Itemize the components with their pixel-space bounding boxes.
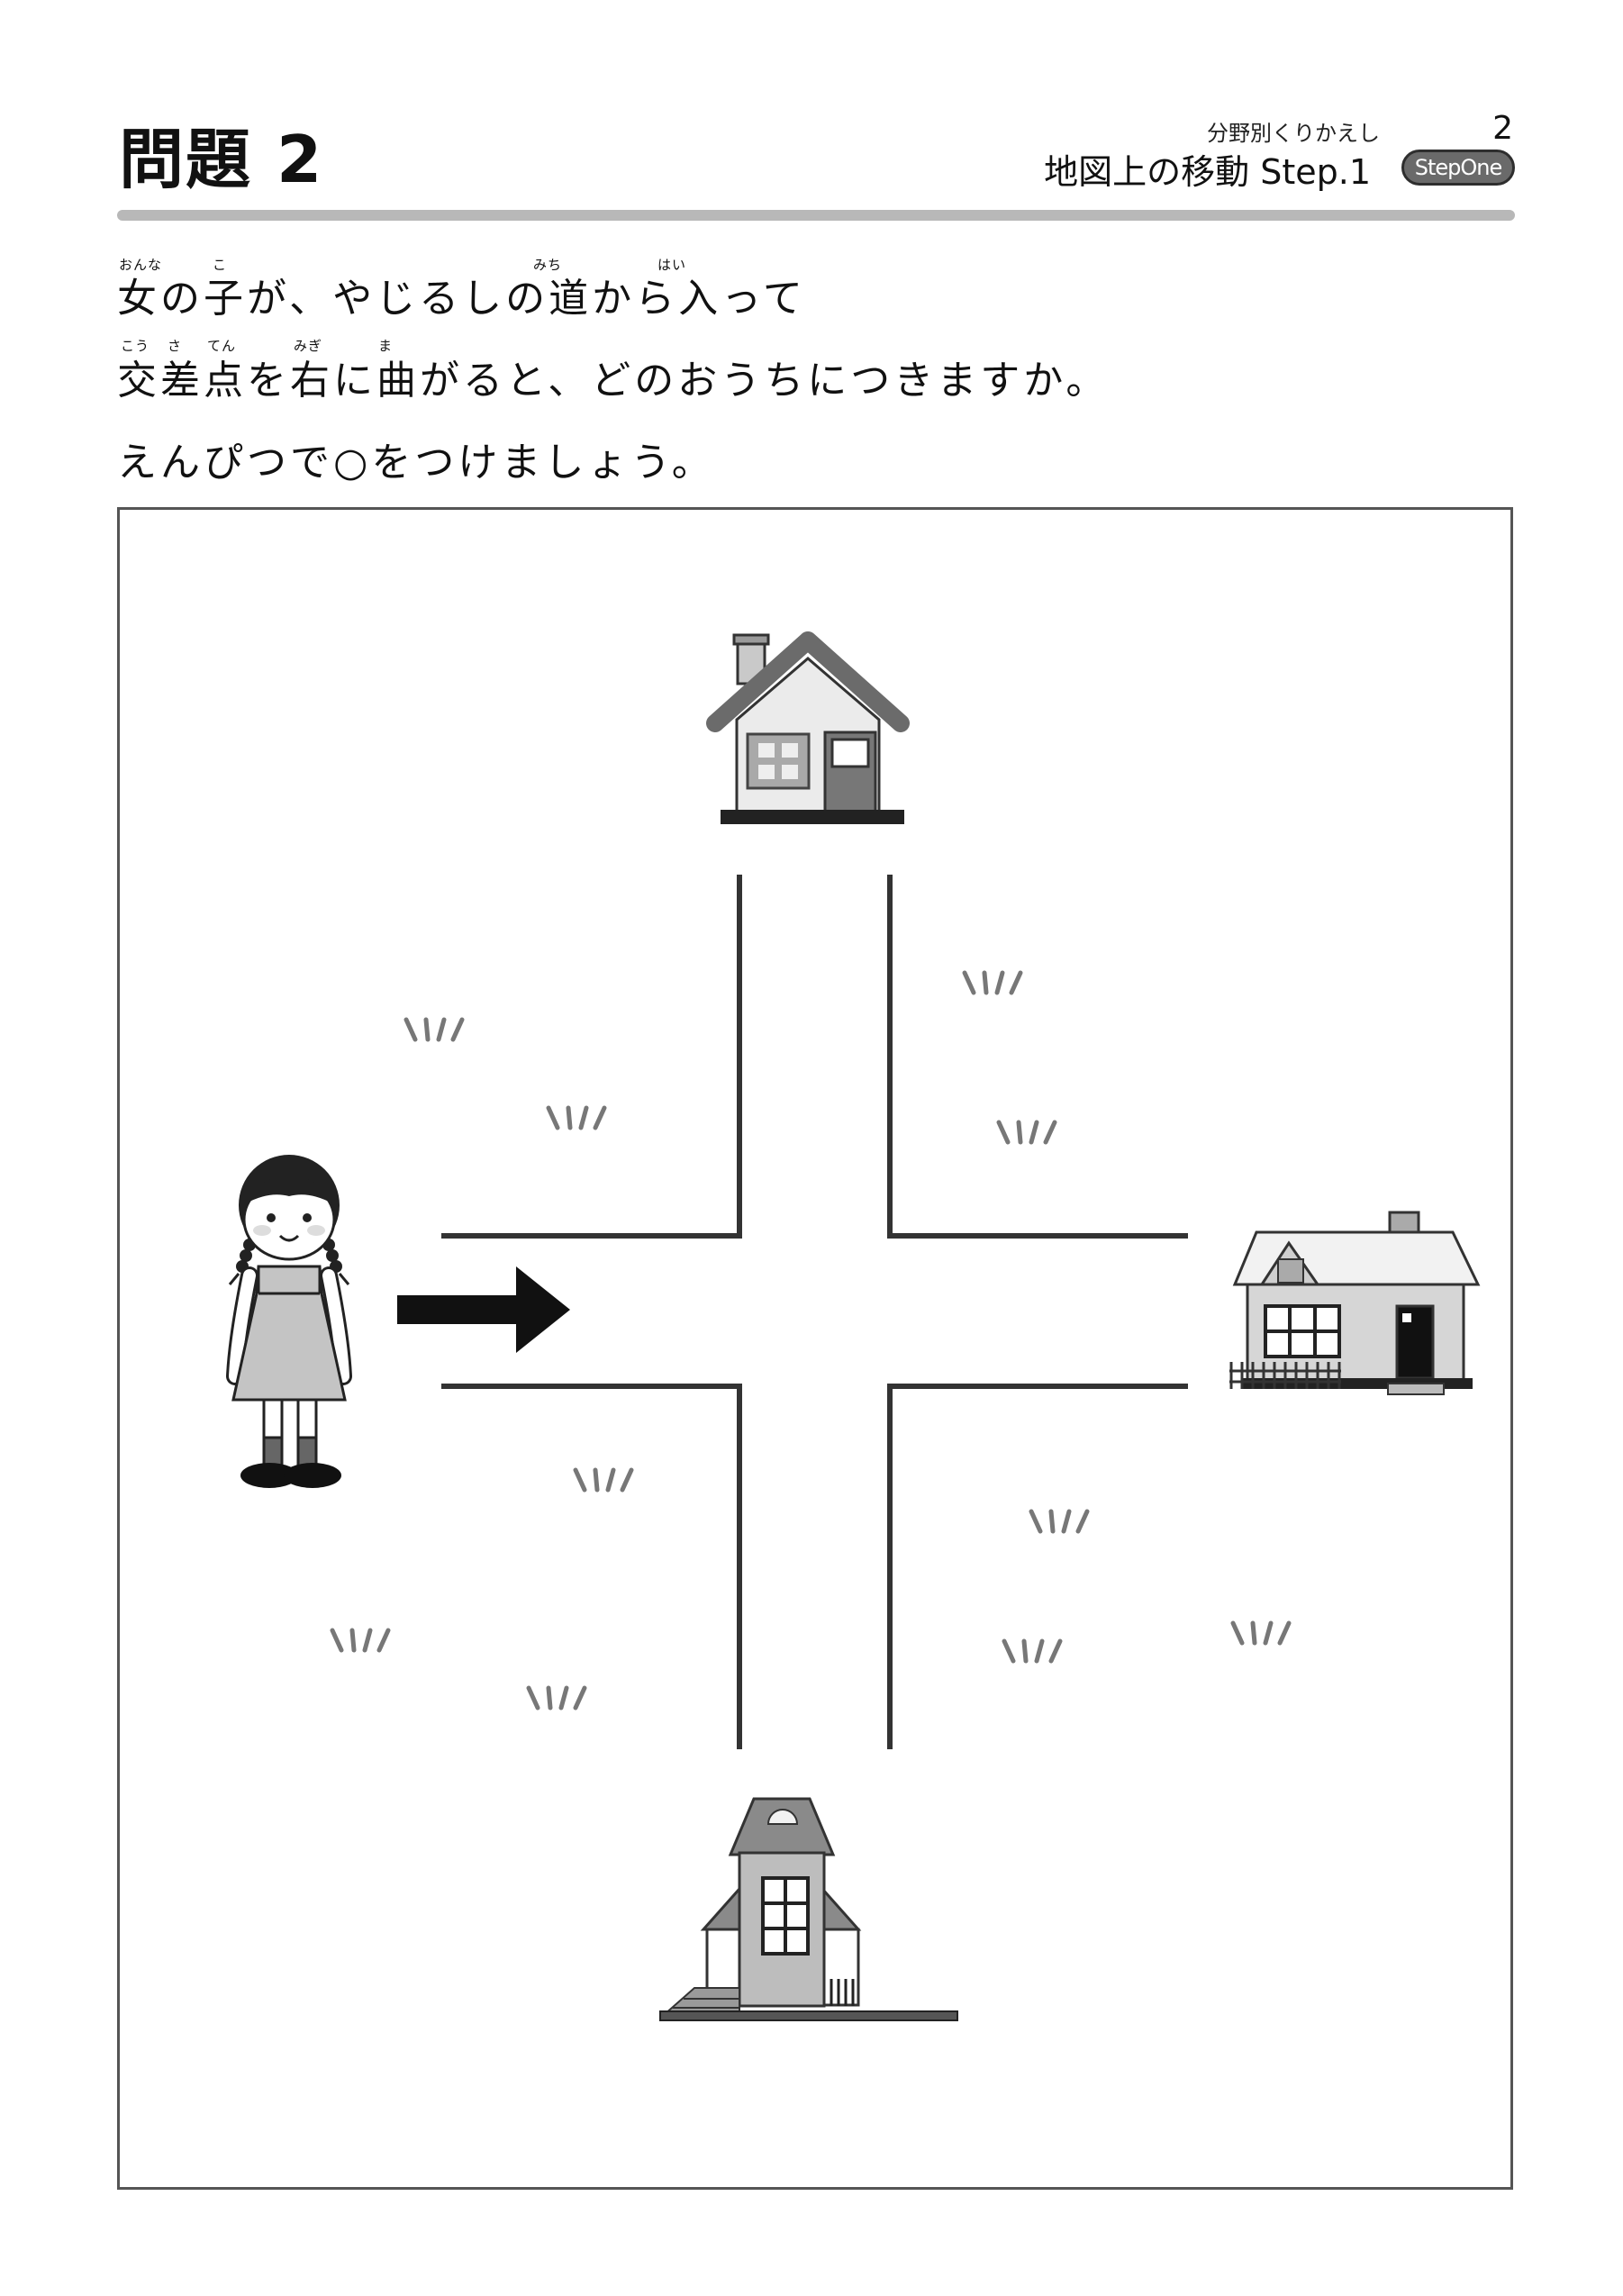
- house-top-icon[interactable]: [706, 631, 910, 824]
- map-canvas: [226, 631, 1481, 2021]
- grass-tufts: [330, 970, 1292, 1711]
- page-number: 2: [1492, 110, 1513, 147]
- stepone-badge: StepOne: [1401, 150, 1515, 186]
- grass-icon: [996, 1120, 1057, 1145]
- house-bottom-icon[interactable]: [659, 1797, 958, 2021]
- girl-icon: [226, 1155, 352, 1488]
- ruby-michi: みち: [533, 257, 563, 273]
- ruby-row-1: おんな こ みち はい: [117, 255, 1198, 273]
- grass-icon: [573, 1467, 634, 1493]
- ruby-hai: はい: [657, 257, 687, 273]
- question-line-3: えんぴつで○をつけましょう。: [117, 440, 715, 486]
- question-line-1: 女の子が、やじるしの道から入って: [117, 276, 806, 322]
- header-info: 分野別くりかえし 2 地図上の移動 Step.1 StepOne: [1011, 106, 1515, 196]
- ruby-onna: おんな: [119, 257, 163, 273]
- house-right-icon[interactable]: [1229, 1211, 1481, 1395]
- ruby-ten: てん: [207, 338, 237, 354]
- grass-icon: [962, 970, 1023, 995]
- road-edge-bottom-left: [441, 1384, 742, 1749]
- ruby-row-2: こう さ てん みぎ ま: [117, 336, 1198, 354]
- ruby-ko: こ: [213, 257, 228, 273]
- ruby-ma: ま: [378, 338, 394, 354]
- grass-icon: [1029, 1509, 1090, 1534]
- map-frame: [117, 507, 1513, 2190]
- page-title: 問題 2: [119, 122, 324, 197]
- ruby-kou: こう: [121, 338, 150, 354]
- crossroad: [441, 875, 1188, 1749]
- grass-icon: [526, 1685, 587, 1711]
- ruby-sa: さ: [168, 338, 183, 354]
- arrow-right-icon: [397, 1266, 570, 1353]
- grass-icon: [403, 1017, 465, 1042]
- grass-icon: [330, 1628, 391, 1653]
- grass-icon: [546, 1105, 607, 1130]
- lesson-subtitle: 地図上の移動 Step.1: [1044, 152, 1371, 192]
- grass-icon: [1002, 1638, 1063, 1664]
- road-edge-bottom-right: [887, 1384, 1188, 1749]
- road-edge-top-right: [887, 875, 1188, 1239]
- road-edge-top-left: [441, 875, 742, 1239]
- header-divider: [117, 210, 1515, 221]
- category-label: 分野別くりかえし: [1207, 121, 1380, 146]
- grass-icon: [1230, 1620, 1292, 1646]
- ruby-migi: みぎ: [294, 338, 323, 354]
- question-line-2: 交差点を右に曲がると、どのおうちにつきますか。: [117, 358, 1110, 404]
